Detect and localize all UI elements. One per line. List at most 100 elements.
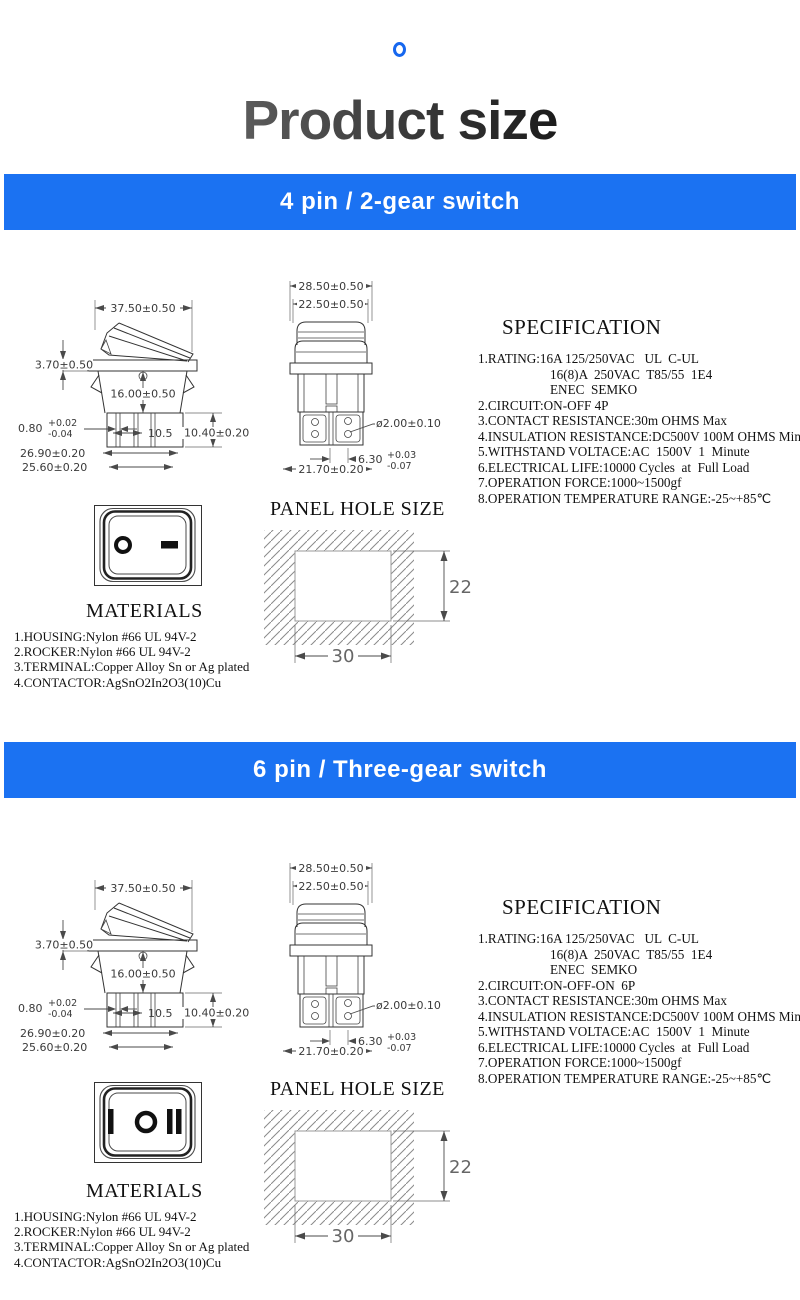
spec-line: 6.ELECTRICAL LIFE:10000 Cycles at Full L… xyxy=(478,1039,750,1055)
spec-line: 6.ELECTRICAL LIFE:10000 Cycles at Full L… xyxy=(478,459,750,475)
brand-ring-icon xyxy=(393,42,406,57)
side-view-drawing-6pin: 37.50±0.50 3.70±0.50 16.00±0.50 0.80 +0.… xyxy=(18,880,249,1054)
panel-hole-cutout xyxy=(294,550,392,622)
rocker-face-4pin xyxy=(94,505,202,586)
panel-hole-title: PANEL HOLE SIZE xyxy=(270,1078,445,1100)
material-line: 1.HOUSING:Nylon #66 UL 94V-2 xyxy=(14,1209,197,1224)
dim-body-width: 25.60±0.20 xyxy=(22,1041,87,1054)
rocker-face-6pin xyxy=(94,1082,202,1163)
front-view-outline xyxy=(289,321,373,446)
dim-pin-tol-minus: -0.04 xyxy=(48,1009,73,1020)
material-line: 3.TERMINAL:Copper Alloy Sn or Ag plated xyxy=(14,659,250,675)
banner-label: 4 pin / 2-gear switch xyxy=(280,188,520,215)
spec-line: 2.CIRCUIT:ON-OFF-ON 6P xyxy=(478,977,636,993)
page-title: Product size xyxy=(0,88,800,152)
marking-off-icon xyxy=(134,1110,158,1134)
front-view-dimensions: 28.50±0.50 22.50±0.50 ø2.00±0.10 6.30 +0… xyxy=(283,280,441,476)
dim-pin-pitch: 10.5 xyxy=(148,427,173,440)
panel-hole-title: PANEL HOLE SIZE xyxy=(270,498,445,520)
dim-body-width: 25.60±0.20 xyxy=(22,461,87,474)
dim-rocker-width: 22.50±0.50 xyxy=(298,880,363,893)
dim-overall-width: 28.50±0.50 xyxy=(298,862,363,875)
dim-top-width: 37.50±0.50 xyxy=(110,882,175,895)
materials-title: MATERIALS xyxy=(86,1180,203,1202)
side-view-drawing-4pin: 37.50±0.50 3.70±0.50 16.00±0.50 0.80 +0.… xyxy=(18,300,249,474)
spec-line: 8.OPERATION TEMPERATURE RANGE:-25~+85℃ xyxy=(478,1070,772,1086)
dim-body-height: 16.00±0.50 xyxy=(110,968,175,981)
banner-label: 6 pin / Three-gear switch xyxy=(253,756,547,783)
materials-title: MATERIALS xyxy=(86,600,203,622)
side-view-dimensions: 37.50±0.50 3.70±0.50 16.00±0.50 0.80 +0.… xyxy=(18,300,249,474)
dim-hole-tol-minus: -0.07 xyxy=(387,1043,412,1054)
marking-on2-icon xyxy=(167,1109,173,1134)
dim-flange-thickness: 3.70±0.50 xyxy=(35,939,93,952)
spec-line: 16(8)A 250VAC T85/55 1E4 xyxy=(550,946,713,962)
dim-hole-tol-plus: +0.03 xyxy=(387,450,416,461)
dim-bottom-width: 21.70±0.20 xyxy=(298,463,363,476)
front-view-outline xyxy=(289,903,373,1028)
dim-body-height: 16.00±0.50 xyxy=(110,388,175,401)
panel-hole-drawing-4pin: 22 30 xyxy=(264,530,472,667)
specification-block-6pin: SPECIFICATION 1.RATING:16A 125/250VAC UL… xyxy=(478,895,800,1086)
dim-flange-thickness: 3.70±0.50 xyxy=(35,359,93,372)
panel-hole-cutout xyxy=(294,1130,392,1202)
panel-hole-drawing-6pin: 22 30 xyxy=(264,1110,472,1247)
marking-on1-icon xyxy=(108,1109,114,1134)
spec-line: 3.CONTACT RESISTANCE:30m OHMS Max xyxy=(478,993,727,1008)
front-view-dimensions: 28.50±0.50 22.50±0.50 ø2.00±0.10 6.30 +0… xyxy=(283,862,441,1058)
spec-line: ENEC SEMKO xyxy=(550,382,638,397)
spec-line: 7.OPERATION FORCE:1000~1500gf xyxy=(478,475,682,490)
section-banner-4pin: 4 pin / 2-gear switch xyxy=(4,174,796,230)
spec-line: 16(8)A 250VAC T85/55 1E4 xyxy=(550,366,713,382)
dim-rocker-width: 22.50±0.50 xyxy=(298,298,363,311)
front-view-drawing-6pin: 28.50±0.50 22.50±0.50 ø2.00±0.10 6.30 +0… xyxy=(283,862,441,1058)
dim-overall-width: 28.50±0.50 xyxy=(298,280,363,293)
specification-title: SPECIFICATION xyxy=(502,895,662,919)
dim-pin-tol-minus: -0.04 xyxy=(48,429,73,440)
dim-hole-tol-minus: -0.07 xyxy=(387,461,412,472)
dim-top-width: 37.50±0.50 xyxy=(110,302,175,315)
specification-block-4pin: SPECIFICATION 1.RATING:16A 125/250VAC UL… xyxy=(478,315,800,506)
spec-line: 7.OPERATION FORCE:1000~1500gf xyxy=(478,1055,682,1070)
spec-line: 4.INSULATION RESISTANCE:DC500V 100M OHMS… xyxy=(478,428,800,444)
material-line: 2.ROCKER:Nylon #66 UL 94V-2 xyxy=(14,1224,191,1240)
side-view-dimensions: 37.50±0.50 3.70±0.50 16.00±0.50 0.80 +0.… xyxy=(18,880,249,1054)
dim-hole-offset: 6.30 xyxy=(358,453,383,466)
panel-hole-dimensions: 22 30 xyxy=(294,1130,472,1247)
dim-pin-thickness: 0.80 xyxy=(18,422,43,435)
dim-hole-diameter: ø2.00±0.10 xyxy=(376,417,441,430)
material-line: 2.ROCKER:Nylon #66 UL 94V-2 xyxy=(14,644,191,660)
dim-terminal-height: 10.40±0.20 xyxy=(184,427,249,440)
dim-pin-thickness: 0.80 xyxy=(18,1002,43,1015)
materials-list-6pin: 1.HOUSING:Nylon #66 UL 94V-2 2.ROCKER:Ny… xyxy=(14,1209,274,1270)
material-line: 4.CONTACTOR:AgSnO2In2O3(10)Cu xyxy=(14,1254,222,1270)
dim-flange-width: 26.90±0.20 xyxy=(20,447,85,460)
materials-list-4pin: 1.HOUSING:Nylon #66 UL 94V-2 2.ROCKER:Ny… xyxy=(14,629,274,690)
spec-line: 3.CONTACT RESISTANCE:30m OHMS Max xyxy=(478,413,727,428)
dim-pin-tol-plus: +0.02 xyxy=(48,418,77,429)
dim-pin-tol-plus: +0.02 xyxy=(48,998,77,1009)
spec-line: 1.RATING:16A 125/250VAC UL C-UL xyxy=(478,351,699,366)
spec-line: 4.INSULATION RESISTANCE:DC500V 100M OHMS… xyxy=(478,1008,800,1024)
dim-hole-offset: 6.30 xyxy=(358,1035,383,1048)
material-line: 3.TERMINAL:Copper Alloy Sn or Ag plated xyxy=(14,1239,250,1255)
material-line: 1.HOUSING:Nylon #66 UL 94V-2 xyxy=(14,629,197,644)
section-banner-6pin: 6 pin / Three-gear switch xyxy=(4,742,796,798)
dim-flange-width: 26.90±0.20 xyxy=(20,1027,85,1040)
marking-on2-icon xyxy=(176,1109,182,1134)
spec-line: ENEC SEMKO xyxy=(550,962,638,977)
spec-line: 2.CIRCUIT:ON-OFF 4P xyxy=(478,397,609,413)
dim-pin-pitch: 10.5 xyxy=(148,1007,173,1020)
dim-hole-height: 22 xyxy=(449,577,472,598)
dim-terminal-height: 10.40±0.20 xyxy=(184,1007,249,1020)
marking-off-icon xyxy=(114,536,132,554)
marking-on-icon xyxy=(161,541,178,549)
material-line: 4.CONTACTOR:AgSnO2In2O3(10)Cu xyxy=(14,674,222,690)
front-view-drawing-4pin: 28.50±0.50 22.50±0.50 ø2.00±0.10 6.30 +0… xyxy=(283,280,441,476)
side-view-outline xyxy=(87,322,198,448)
spec-line: 8.OPERATION TEMPERATURE RANGE:-25~+85℃ xyxy=(478,490,772,506)
spec-line: 1.RATING:16A 125/250VAC UL C-UL xyxy=(478,931,699,946)
panel-hole-dimensions: 22 30 xyxy=(294,550,472,667)
dim-bottom-width: 21.70±0.20 xyxy=(298,1045,363,1058)
